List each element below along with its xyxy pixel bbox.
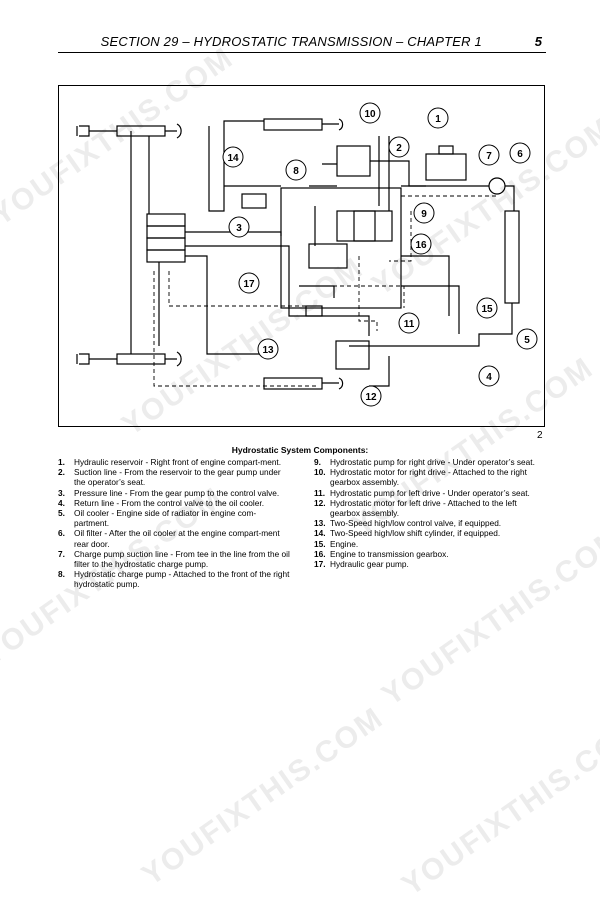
- callout-7: 7: [486, 151, 492, 162]
- list-item: 12.Hydrostatic motor for left drive - At…: [314, 497, 517, 519]
- components-list-right: 9.Hydrostatic pump for right drive - Und…: [314, 457, 546, 569]
- list-item: 8.Hydrostatic charge pump - Attached to …: [58, 569, 290, 590]
- cylinder: [263, 118, 323, 131]
- callout-10: 10: [364, 109, 376, 120]
- components-title: Hydrostatic System Components:: [231, 445, 369, 455]
- callout-12: 12: [365, 392, 377, 403]
- list-item: 6.Oil filter - After the oil cooler at t…: [58, 528, 280, 549]
- list-item: 14.Two-Speed high/low shift cylinder, if…: [314, 528, 501, 539]
- section-title: SECTION 29 – HYDROSTATIC TRANSMISSION – …: [100, 34, 482, 49]
- components-list-left: 1.Hydraulic reservoir - Right front of e…: [58, 457, 290, 590]
- figure-number: 2: [537, 430, 543, 441]
- callout-16: 16: [415, 240, 427, 251]
- callout-6: 6: [517, 149, 523, 160]
- list-item: 5.Oil cooler - Engine side of radiator i…: [58, 508, 257, 529]
- page-number: 5: [534, 34, 542, 49]
- cylinder: [263, 377, 323, 390]
- hydrostatic-system-diagram: 10 1 2 7 6 14 8 9 3 16 17 15 11 5 13 4 1…: [58, 85, 545, 427]
- callout-14: 14: [227, 153, 239, 164]
- callout-2: 2: [396, 143, 402, 154]
- list-item: 13.Two-Speed high/low control valve, if …: [314, 518, 502, 529]
- watermark: YOUFIXTHIS.COM: [396, 710, 600, 903]
- cylinder: [116, 353, 166, 365]
- list-item: 11.Hydrostatic pump for left drive - Und…: [314, 487, 530, 498]
- list-item: 10.Hydrostatic motor for right drive - A…: [314, 467, 527, 488]
- callout-17: 17: [243, 279, 255, 290]
- callout-9: 9: [421, 209, 427, 220]
- callout-13: 13: [262, 345, 274, 356]
- callout-3: 3: [236, 223, 242, 234]
- list-item: 16.Engine to transmission gearbox.: [314, 548, 449, 559]
- callout-5: 5: [524, 335, 530, 346]
- cylinder: [116, 125, 166, 137]
- callout-8: 8: [293, 166, 299, 177]
- diagram-svg: 10 1 2 7 6 14 8 9 3 16 17 15 11 5 13 4 1…: [76, 102, 538, 407]
- list-item: 7.Charge pump suction line - From tee in…: [58, 548, 290, 570]
- list-item: 17.Hydraulic gear pump.: [314, 559, 409, 570]
- list-item: 9.Hydrostatic pump for right drive - Und…: [314, 457, 535, 467]
- list-item: 4.Return line - From the control valve t…: [58, 497, 264, 508]
- page-header: SECTION 29 – HYDROSTATIC TRANSMISSION – …: [58, 34, 546, 53]
- list-item: 3.Pressure line - From the gear pump to …: [58, 487, 280, 498]
- list-item: 2.Suction line - From the reservoir to t…: [58, 467, 281, 488]
- callout-15: 15: [481, 304, 493, 315]
- callout-11: 11: [404, 319, 415, 330]
- list-item: 15.Engine.: [314, 538, 359, 549]
- list-item: 1.Hydraulic reservoir - Right front of e…: [58, 457, 282, 467]
- watermark: YOUFIXTHIS.COM: [136, 700, 390, 893]
- callout-1: 1: [435, 114, 441, 125]
- callout-4: 4: [486, 372, 492, 383]
